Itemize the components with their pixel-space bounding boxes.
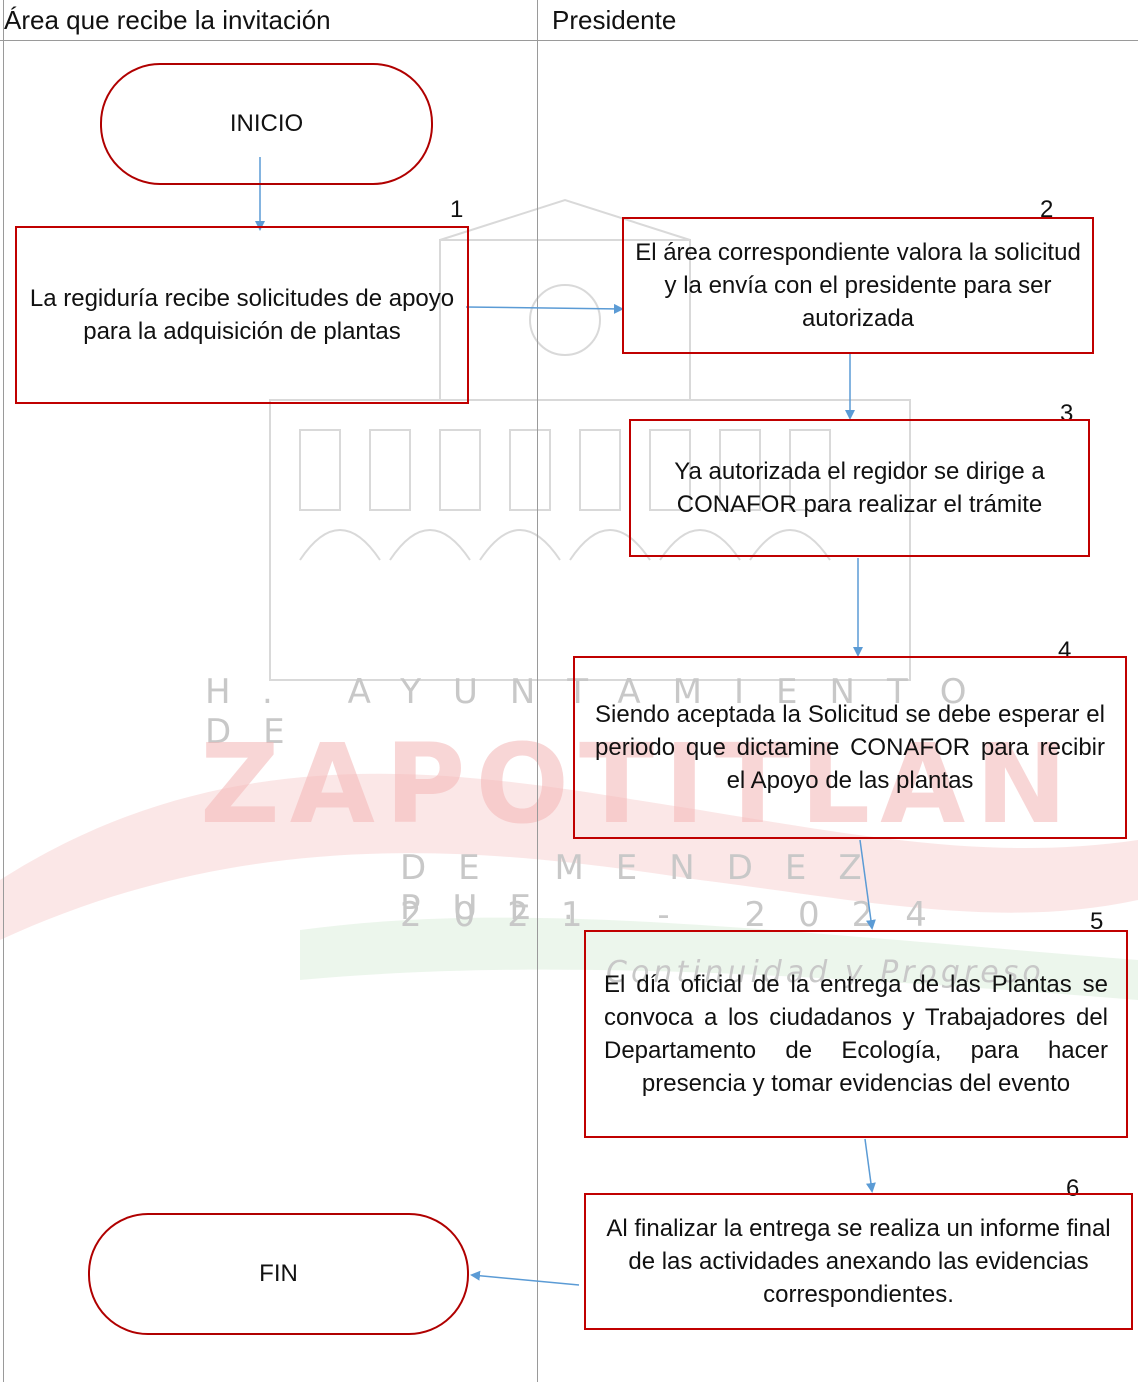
watermark-line1: H. AYUNTAMIENTO DE [205,672,999,752]
step-1-text: La regiduría recibe solicitudes de apoyo… [29,285,455,345]
process-step-6: Al finalizar la entrega se realiza un in… [584,1193,1133,1330]
lane-header-left: Área que recibe la invitación [4,5,331,35]
end-label: FIN [259,1260,298,1287]
watermark-line2: ZAPOTITLAN [200,720,1078,848]
lane-header-right: Presidente [552,5,677,35]
header-divider [0,40,1138,41]
end-terminal: FIN [88,1213,469,1335]
step-4-text: Siendo aceptada la Solicitud se debe esp… [595,701,1105,794]
arrow-1-to-2 [465,303,624,314]
process-step-3: Ya autorizada el regidor se dirige a CON… [629,419,1090,557]
watermark-line4: 2021 - 2024 [400,895,959,935]
step-2-text: El área correspondiente valora la solici… [635,239,1081,332]
step-6-text: Al finalizar la entrega se realiza un in… [606,1215,1111,1308]
step-2-number: 2 [1040,196,1054,223]
watermark-line5: Continuidad y Progreso [606,955,1045,990]
step-5-text: El día oficial de la entrega de las Plan… [604,971,1108,1097]
arrow-5-to-6 [864,1138,876,1193]
step-6-number: 6 [1066,1175,1080,1202]
step-3-text: Ya autorizada el regidor se dirige a CON… [674,458,1045,518]
process-step-5: El día oficial de la entrega de las Plan… [584,930,1128,1138]
process-step-1: La regiduría recibe solicitudes de apoyo… [15,226,469,404]
step-1-number: 1 [450,196,464,223]
process-step-4: Siendo aceptada la Solicitud se debe esp… [573,656,1127,839]
arrow-6-to-end [470,1270,580,1286]
process-step-2: El área correspondiente valora la solici… [622,217,1094,354]
start-terminal: INICIO [100,63,433,185]
step-5-number: 5 [1090,908,1104,935]
lane-divider [537,0,538,1382]
watermark-line3: DE MENDEZ PUE. [400,848,894,928]
start-label: INICIO [229,110,304,137]
lane-left-border [3,0,4,1382]
arrow-4-to-5 [859,839,876,930]
